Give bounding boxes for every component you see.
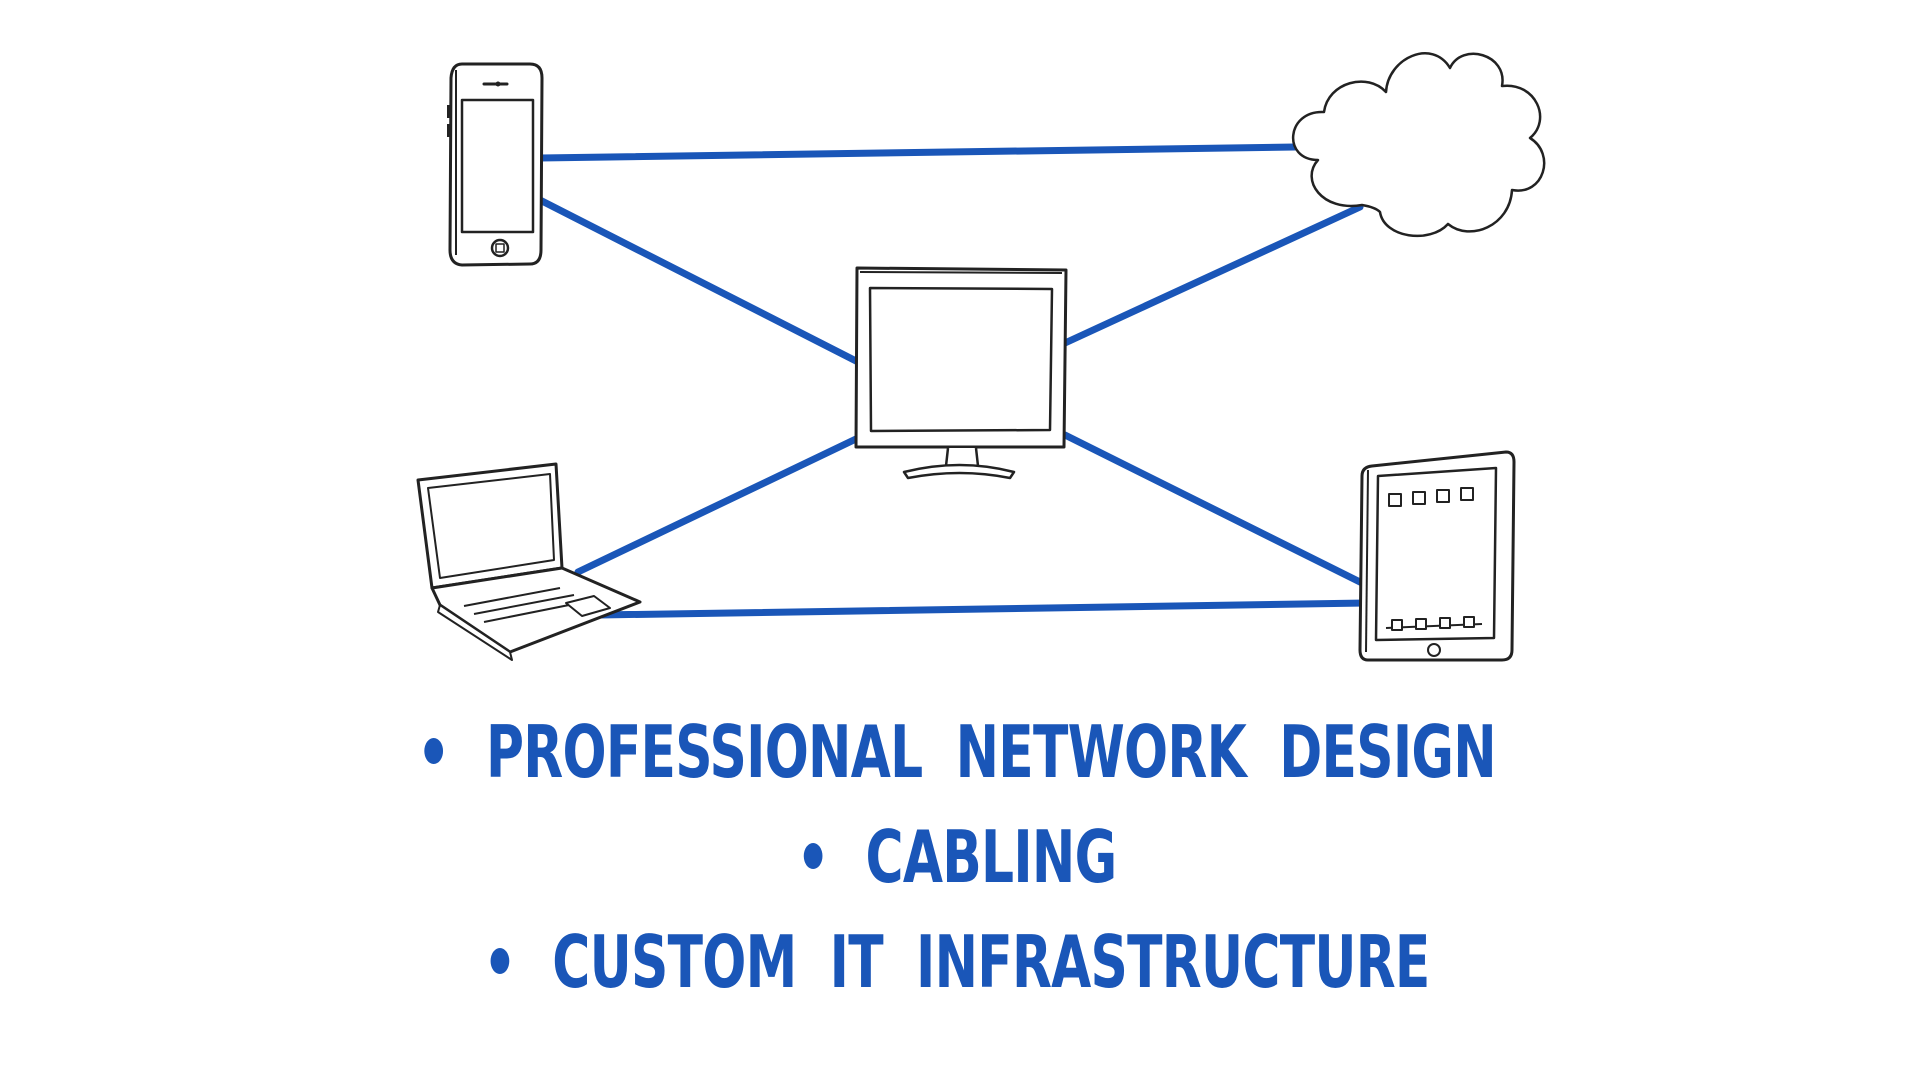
monitor-icon	[854, 266, 1068, 480]
bullet-text: PROFESSIONAL NETWORK DESIGN	[486, 710, 1497, 794]
link-smartphone-monitor	[536, 196, 862, 366]
tablet-icon	[1358, 450, 1516, 662]
cloud-icon	[1292, 52, 1546, 238]
bullet-cabling: CABLING	[269, 805, 1651, 910]
link-laptop-tablet	[596, 599, 1370, 619]
link-smartphone-cloud	[536, 143, 1299, 162]
bullet-custom-it-infrastructure: CUSTOM IT INFRASTRUCTURE	[269, 910, 1651, 1015]
bullet-dot-icon	[803, 843, 823, 870]
laptop-icon	[416, 462, 642, 661]
bullet-text: CUSTOM IT INFRASTRUCTURE	[552, 920, 1430, 1004]
bullet-dot-icon	[424, 738, 443, 765]
link-monitor-laptop	[574, 434, 862, 576]
bullet-professional-network-design: PROFESSIONAL NETWORK DESIGN	[269, 700, 1651, 805]
link-monitor-tablet	[1061, 431, 1370, 589]
link-monitor-cloud	[1061, 203, 1364, 347]
network-links	[536, 143, 1370, 619]
bullet-dot-icon	[490, 948, 510, 975]
smartphone-icon	[447, 62, 544, 267]
service-list: PROFESSIONAL NETWORK DESIGN CABLING CUST…	[0, 700, 1920, 1015]
bullet-text: CABLING	[865, 815, 1118, 899]
